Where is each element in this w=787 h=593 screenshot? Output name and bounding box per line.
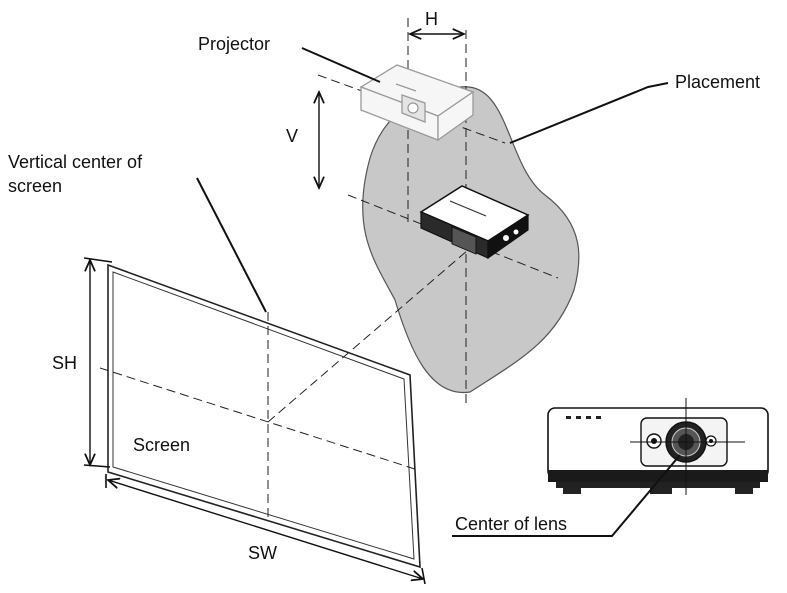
vertical-center-leader bbox=[196, 177, 267, 313]
v-label: V bbox=[286, 126, 298, 146]
h-label: H bbox=[425, 9, 438, 29]
projector-label: Projector bbox=[198, 34, 270, 54]
projector-lower-position bbox=[419, 185, 530, 260]
placement-leader bbox=[509, 82, 669, 144]
sw-dimension-arrow bbox=[108, 480, 423, 579]
projector-leader bbox=[301, 47, 381, 83]
projector-upper-position bbox=[359, 64, 475, 142]
vertical-center-label: Vertical center of screen bbox=[8, 152, 147, 196]
projection-axis-line bbox=[267, 249, 469, 423]
center-of-lens-leader bbox=[452, 454, 681, 537]
placement-label: Placement bbox=[675, 72, 760, 92]
screen-label: Screen bbox=[133, 435, 190, 455]
sh-label: SH bbox=[52, 353, 77, 373]
sw-label: SW bbox=[248, 543, 277, 563]
center-of-lens-label: Center of lens bbox=[455, 514, 567, 534]
projector-front-view bbox=[547, 398, 769, 495]
